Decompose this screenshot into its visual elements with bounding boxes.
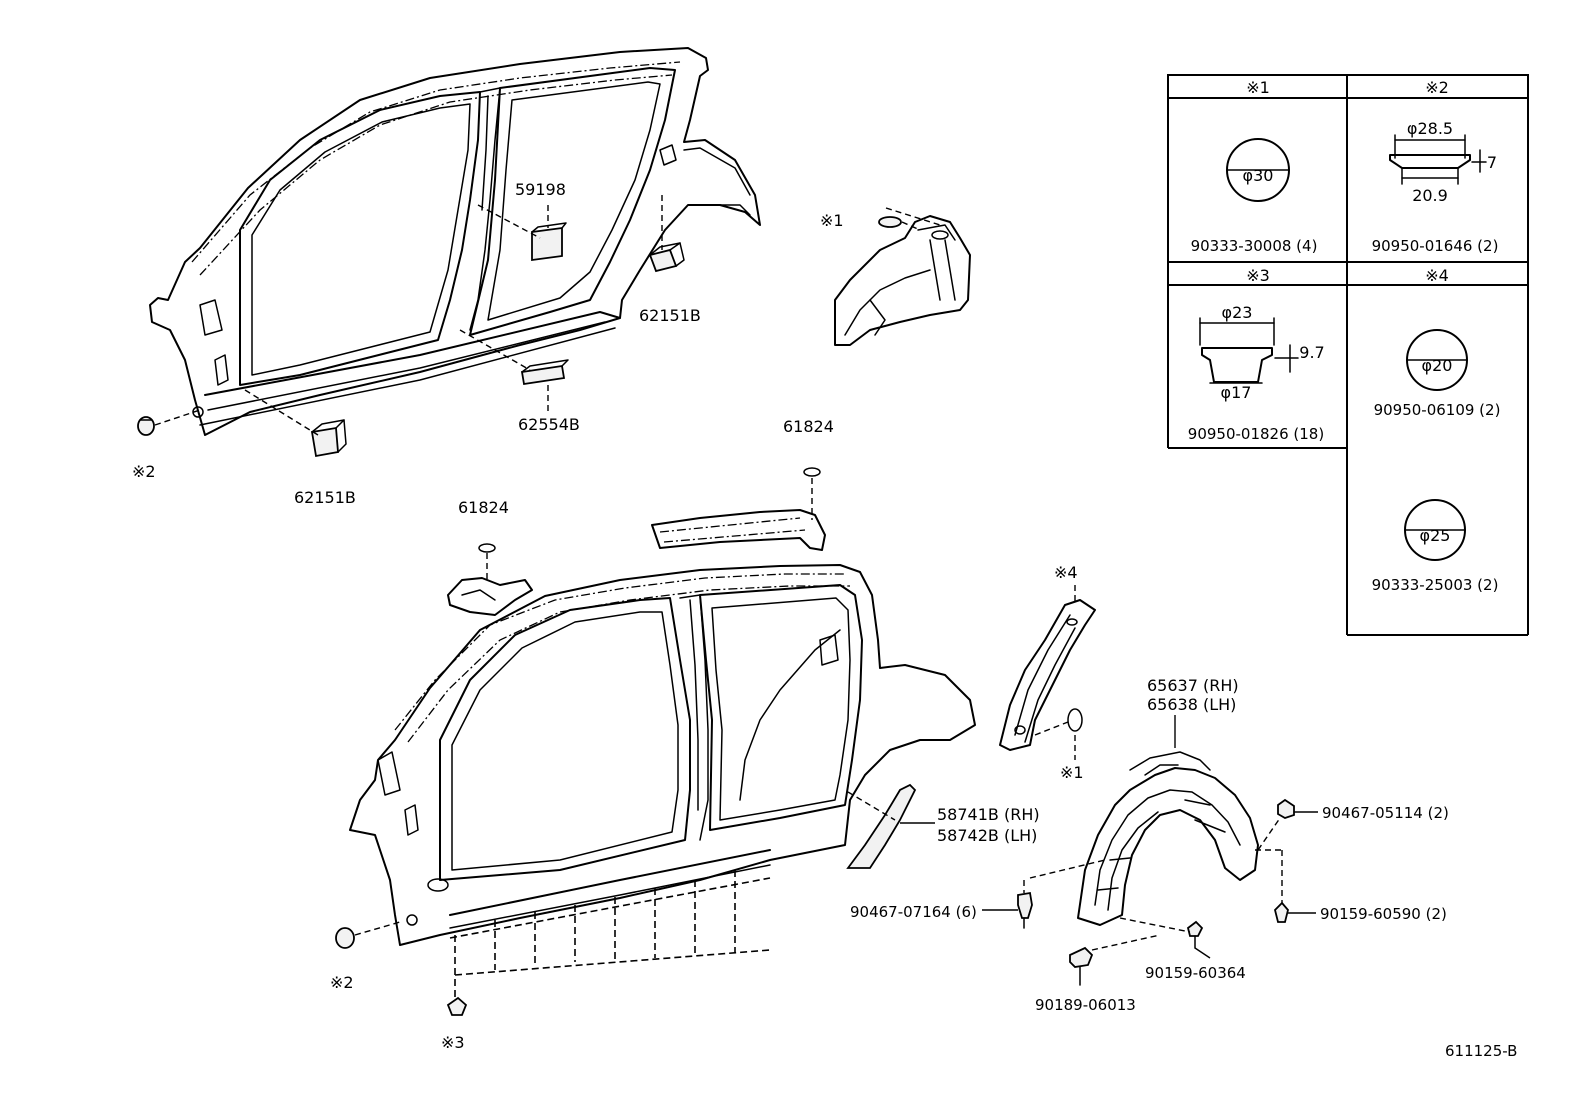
- dim-9-7: 9.7: [1299, 343, 1324, 362]
- callout-65637: 65637 (RH): [1147, 676, 1239, 695]
- callout-90159-60590: 90159-60590 (2): [1320, 905, 1447, 923]
- wheel-arch-reinforcement: [999, 585, 1096, 760]
- dim-phi28-5: φ28.5: [1407, 119, 1453, 138]
- callout-90189-06013: 90189-06013: [1035, 996, 1136, 1014]
- callout-59198: 59198: [515, 180, 566, 199]
- callout-90159-60364: 90159-60364: [1145, 964, 1246, 982]
- upper-body-side-panel: [137, 47, 761, 458]
- part-90333-25003: 90333-25003 (2): [1372, 576, 1499, 594]
- marker-labels: ※1 ※1 ※2 ※2 ※3 ※4: [132, 211, 1084, 1052]
- callout-58742b: 58742B (LH): [937, 826, 1037, 845]
- dim-phi17: φ17: [1221, 383, 1252, 402]
- part-90950-01646: 90950-01646 (2): [1372, 237, 1499, 255]
- marker-1-upper: ※1: [820, 211, 844, 230]
- legend-header-2: ※2: [1425, 78, 1449, 97]
- marker-3: ※3: [441, 1033, 465, 1052]
- callout-62151b-front: 62151B: [294, 488, 356, 507]
- callout-90467-07164: 90467-07164 (6): [850, 903, 977, 921]
- dim-phi30: φ30: [1243, 166, 1274, 185]
- callout-62151b-rear: 62151B: [639, 306, 701, 325]
- fastener-legend-table: [1167, 74, 1529, 636]
- part-90950-06109: 90950-06109 (2): [1374, 401, 1501, 419]
- part-90333-30008: 90333-30008 (4): [1191, 237, 1318, 255]
- dim-phi25: φ25: [1420, 526, 1451, 545]
- marker-2-lower: ※2: [330, 973, 354, 992]
- reference-code: 611125-B: [1445, 1042, 1517, 1060]
- marker-2-upper: ※2: [132, 462, 156, 481]
- dim-7: 7: [1487, 153, 1497, 172]
- fender-liner: [982, 715, 1318, 986]
- marker-4: ※4: [1054, 563, 1078, 582]
- legend-header-3: ※3: [1246, 266, 1270, 285]
- part-90950-01826: 90950-01826 (18): [1188, 425, 1324, 443]
- arch-molding: [846, 783, 935, 869]
- legend-header-4: ※4: [1425, 266, 1449, 285]
- marker-1-lower: ※1: [1060, 763, 1084, 782]
- callout-62554b: 62554B: [518, 415, 580, 434]
- callout-90467-05114: 90467-05114 (2): [1322, 804, 1449, 822]
- lower-body-side-panel: [335, 467, 976, 1016]
- dim-phi20: φ20: [1422, 356, 1453, 375]
- callout-65638: 65638 (LH): [1147, 695, 1236, 714]
- callout-61824-roof: 61824: [783, 417, 834, 436]
- callout-labels: 59198 62151B 62151B 62554B 61824 61824 6…: [294, 180, 1517, 1060]
- legend-table-text: ※1 ※2 ※3 ※4 φ30 90333-30008 (4) φ28.5 7 …: [1188, 78, 1501, 594]
- callout-58741b: 58741B (RH): [937, 805, 1040, 824]
- callout-61824-front: 61824: [458, 498, 509, 517]
- upper-wheel-house: [834, 207, 971, 346]
- dim-phi23: φ23: [1222, 303, 1253, 322]
- legend-header-1: ※1: [1246, 78, 1270, 97]
- dim-20-9: 20.9: [1412, 186, 1448, 205]
